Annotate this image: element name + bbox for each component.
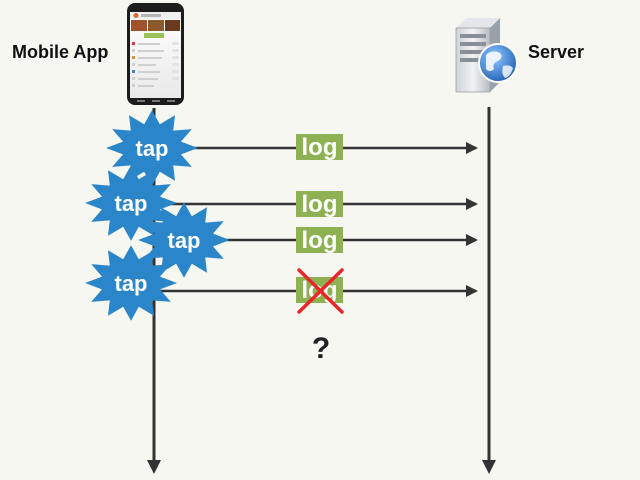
server-globe-icon: [455, 18, 518, 93]
tap-burst-2: tap: [85, 165, 177, 241]
arrowhead-1: [466, 142, 478, 154]
server-label: Server: [528, 42, 585, 62]
starburst-shape-2: [85, 165, 177, 241]
arrowhead-2: [466, 198, 478, 210]
arrowhead-4: [466, 285, 478, 297]
smartphone-icon: [127, 3, 184, 105]
log-label-3: log: [302, 227, 338, 254]
starburst-shape-4: [85, 245, 177, 321]
log-label-1: log: [302, 134, 338, 161]
log-box-1: log: [296, 134, 343, 161]
log-box-2: log: [296, 191, 343, 218]
starburst-shape-1: [106, 110, 198, 186]
log-label-2: log: [302, 191, 338, 218]
tap-label-4: tap: [115, 271, 148, 296]
tap-label-2: tap: [115, 191, 148, 216]
mobile-app-label: Mobile App: [12, 42, 109, 62]
tap-label-3: tap: [168, 228, 201, 253]
server-lifeline: [482, 107, 496, 474]
tap-burst-3: tap: [138, 202, 230, 278]
arrowhead-3: [466, 234, 478, 246]
unknown-marker: ?: [312, 332, 330, 365]
cross-icon: [297, 268, 344, 314]
log-box-4-failed: log: [296, 268, 344, 314]
starburst-shape-3: [138, 202, 230, 278]
log-box-3: log: [296, 227, 343, 254]
tap-burst-1: tap: [106, 110, 198, 186]
tap-burst-4: tap: [85, 245, 177, 321]
tap-label-1: tap: [136, 136, 169, 161]
